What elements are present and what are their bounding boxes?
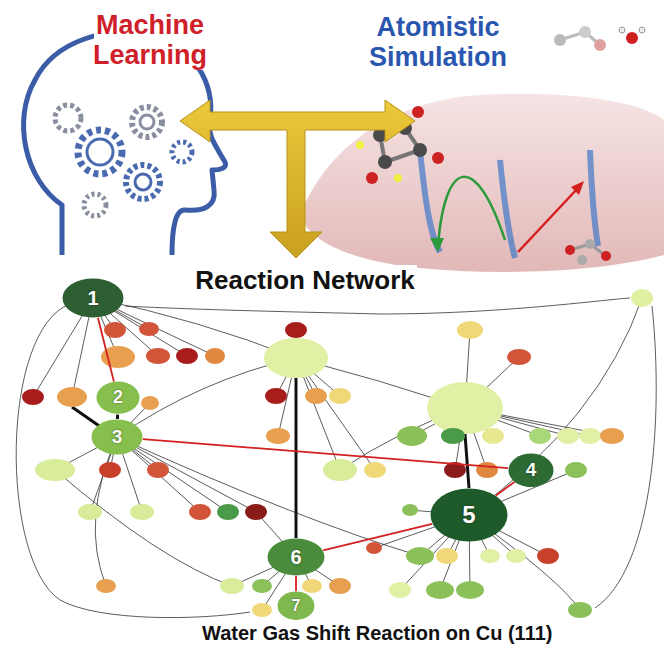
- label-text: Reaction Network: [193, 265, 417, 295]
- caption: Water Gas Shift Reaction on Cu (111): [200, 622, 554, 644]
- node-fill: [92, 420, 143, 455]
- node-fill: [509, 453, 554, 487]
- path-curve: [438, 177, 505, 245]
- network-node: 5: [430, 488, 508, 542]
- network-node: 1: [62, 278, 124, 318]
- heading-label: Atomistic Simulation: [350, 12, 526, 72]
- node-fill: [278, 592, 315, 620]
- link-line: [295, 576, 297, 591]
- node-number: 6: [290, 546, 301, 569]
- node-number: 4: [526, 459, 537, 481]
- node-number: 7: [292, 597, 301, 615]
- link-line: [116, 415, 119, 419]
- pathway-link: [323, 524, 432, 550]
- link-line: [323, 524, 432, 550]
- network-node: 6: [267, 538, 325, 576]
- heading-label: Machine Learning: [75, 10, 225, 70]
- gear: [126, 165, 160, 199]
- red-arrow: [518, 188, 578, 252]
- gear: [78, 130, 122, 174]
- pathway-link: [143, 439, 508, 468]
- gear: [84, 194, 106, 216]
- link-line: [143, 439, 508, 468]
- node-number: 3: [112, 426, 123, 448]
- node-fill: [97, 382, 140, 414]
- molecule: [565, 239, 611, 265]
- pathway-link: [98, 318, 114, 382]
- network-species: [22, 289, 653, 618]
- valley: [590, 150, 598, 246]
- network-node: 7: [277, 591, 315, 620]
- gear: [132, 107, 162, 137]
- gear: [55, 105, 81, 131]
- label-text: Atomistic Simulation: [367, 12, 509, 72]
- pathway-link: [496, 482, 515, 495]
- network-node: 4: [508, 453, 554, 488]
- network-lines: [16, 298, 656, 618]
- gear: [172, 142, 192, 162]
- node-number: 5: [462, 501, 475, 529]
- gear: [140, 115, 154, 129]
- node-fill: [431, 489, 508, 542]
- valley: [500, 160, 515, 258]
- node-fill: [268, 539, 325, 576]
- pathway-link: [296, 576, 297, 591]
- node-number: 1: [87, 287, 98, 310]
- node-number: 2: [113, 387, 123, 408]
- molecule: [554, 26, 645, 51]
- gold-arrow: [180, 100, 415, 258]
- label-text: Water Gas Shift Reaction on Cu (111): [200, 622, 554, 644]
- label-text: Machine Learning: [91, 10, 209, 70]
- pathway-link: [117, 415, 118, 419]
- link-line: [496, 482, 515, 495]
- network-thick-lines: [72, 378, 469, 538]
- link-line: [98, 318, 114, 382]
- network-node: 3: [91, 419, 143, 455]
- valley: [420, 150, 440, 252]
- node-fill: [63, 279, 124, 318]
- section-title: Reaction Network: [150, 266, 460, 295]
- arrowhead: [571, 181, 584, 195]
- gear: [87, 139, 113, 165]
- gear: [135, 174, 151, 190]
- network-node: 2: [96, 381, 140, 414]
- arrowhead: [430, 238, 444, 252]
